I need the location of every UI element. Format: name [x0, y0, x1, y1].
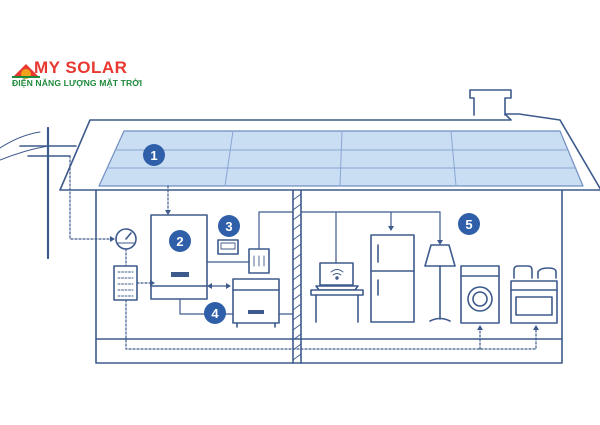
refrigerator-icon: [370, 234, 415, 323]
switch-box-icon: [248, 248, 270, 274]
washing-machine-icon: [460, 265, 500, 324]
utility-pole-icon: [0, 126, 77, 260]
badge-4: 4: [204, 302, 226, 324]
meter-arrow-icon: [110, 236, 115, 242]
lamp-arrow-icon: [437, 240, 443, 245]
floor-lamp-icon: [424, 244, 456, 322]
badge-1: 1: [143, 144, 165, 166]
interior-wall: [292, 189, 302, 364]
wall-display-icon: [217, 239, 239, 255]
right-arrow-icon: [226, 283, 231, 289]
badge-5: 5: [458, 213, 480, 235]
battery-icon: [232, 278, 280, 328]
left-arrow-icon: [207, 283, 212, 289]
inverter-icon: [150, 214, 208, 300]
svg-text:5: 5: [465, 217, 472, 232]
washer-arrow-icon: [477, 325, 483, 330]
sun-roof-icon: [12, 64, 40, 79]
svg-text:4: 4: [211, 306, 219, 321]
chimney-icon: [469, 89, 512, 116]
badge-3: 3: [218, 215, 240, 237]
flow-arrows: [110, 210, 539, 330]
svg-text:2: 2: [176, 234, 183, 249]
switch-up-line: [258, 211, 294, 250]
panel-arrow-icon: [165, 210, 171, 215]
logo-brand: MY SOLAR: [34, 58, 128, 77]
logo-tagline: ĐIỆN NĂNG LƯỢNG MẶT TRỜI: [12, 78, 143, 88]
desk-icon: [310, 289, 364, 323]
breaker-box-icon: [113, 265, 138, 301]
stove-arrow-icon: [533, 325, 539, 330]
grid-feed-line: [69, 155, 111, 240]
appliance-return-line: [125, 299, 537, 350]
stove-oven-icon: [510, 265, 558, 324]
mysolar-logo: MY SOLAR ĐIỆN NĂNG LƯỢNG MẶT TRỜI: [8, 58, 142, 92]
svg-text:1: 1: [150, 148, 157, 163]
fridge-arrow-icon: [388, 226, 394, 231]
laptop-icon: [315, 262, 359, 291]
inverter-arrow-icon: [150, 280, 155, 286]
electric-meter-icon: [115, 228, 137, 267]
solar-panels: [98, 130, 584, 187]
badge-2: 2: [169, 230, 191, 252]
svg-text:3: 3: [225, 219, 232, 234]
